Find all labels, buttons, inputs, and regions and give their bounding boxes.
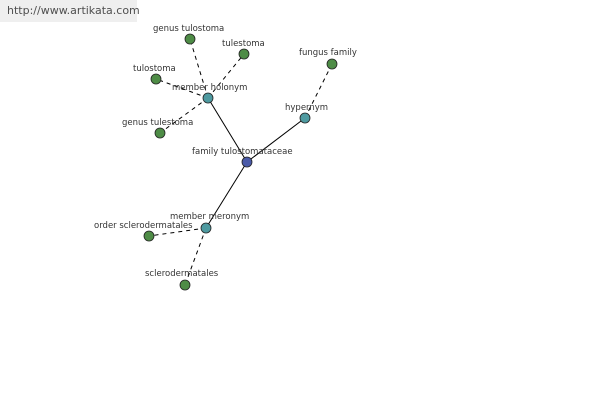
label-tulestoma[interactable]: tulestoma <box>222 39 265 49</box>
edge-center-meronym <box>205 161 248 229</box>
nodes-layer <box>143 33 338 291</box>
node-center[interactable] <box>241 156 253 168</box>
label-holonym[interactable]: member holonym <box>172 83 247 93</box>
node-sclerodermatales[interactable] <box>179 279 191 291</box>
node-genus-tulostoma[interactable] <box>184 33 196 45</box>
edge-center-holonym <box>207 97 248 163</box>
source-banner: http://www.artikata.com <box>0 0 140 22</box>
label-genus-tulestoma[interactable]: genus tulestoma <box>122 118 193 128</box>
edge-holonym-tulostoma <box>155 78 209 99</box>
edge-holonym-genus-tulestoma <box>159 97 209 134</box>
node-tulestoma[interactable] <box>238 48 250 60</box>
edge-meronym-order-sclerodermatales <box>148 227 207 237</box>
node-hypernym[interactable] <box>299 112 311 124</box>
label-sclerodermatales[interactable]: sclerodermatales <box>145 269 219 279</box>
edge-meronym-sclerodermatales <box>184 227 207 286</box>
node-holonym[interactable] <box>202 92 214 104</box>
node-tulostoma[interactable] <box>150 73 162 85</box>
source-url-link[interactable]: http://www.artikata.com <box>7 4 140 17</box>
label-center[interactable]: family tulostomataceae <box>192 147 293 157</box>
label-hypernym[interactable]: hypernym <box>285 103 328 113</box>
node-meronym[interactable] <box>200 222 212 234</box>
label-fungus-family[interactable]: fungus family <box>299 48 357 58</box>
label-genus-tulostoma[interactable]: genus tulostoma <box>153 24 224 34</box>
label-meronym[interactable]: member meronym <box>170 212 249 222</box>
labels-layer: family tulostomataceae member holonym hype… <box>94 24 357 279</box>
edge-holonym-genus-tulostoma <box>189 38 209 99</box>
node-fungus-family[interactable] <box>326 58 338 70</box>
edges-layer <box>148 38 333 286</box>
edge-holonym-tulestoma <box>207 53 245 99</box>
edge-hypernym-fungus-family <box>304 63 333 119</box>
node-order-sclerodermatales[interactable] <box>143 230 155 242</box>
edge-center-hypernym <box>246 117 306 163</box>
label-tulostoma[interactable]: tulostoma <box>133 64 176 74</box>
label-order-sclerodermatales[interactable]: order sclerodermatales <box>94 221 193 231</box>
node-genus-tulestoma[interactable] <box>154 127 166 139</box>
